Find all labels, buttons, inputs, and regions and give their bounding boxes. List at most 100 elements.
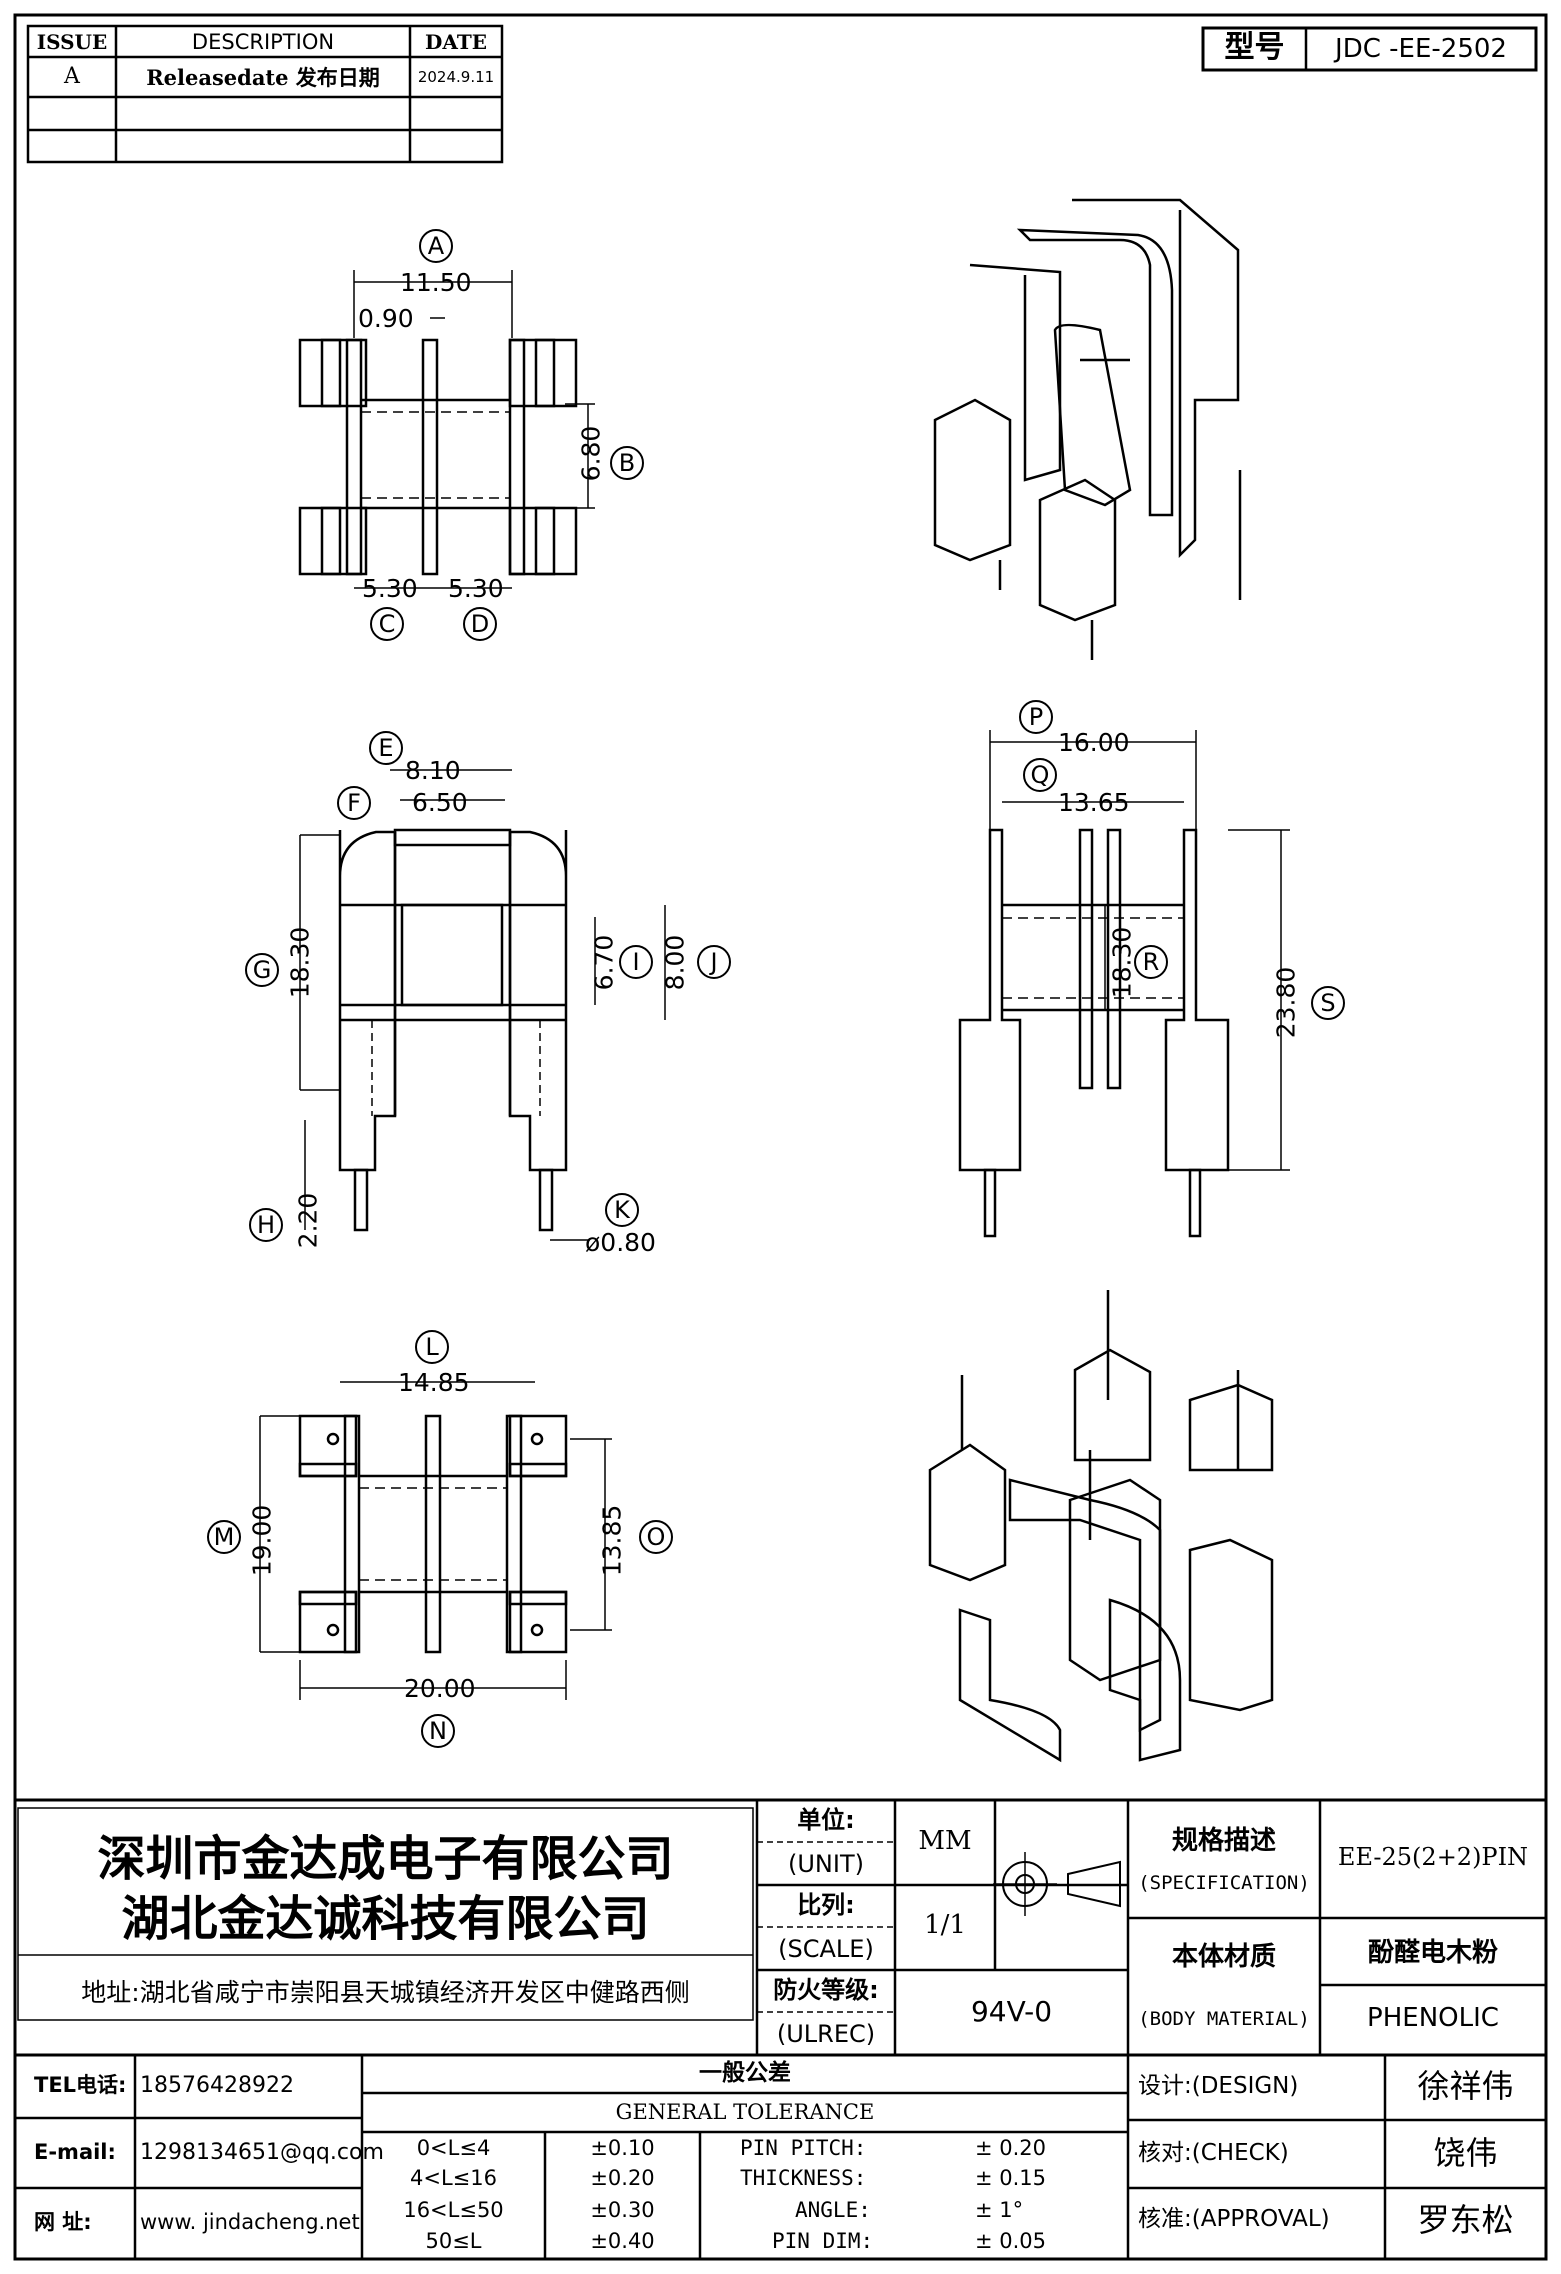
label-i: I (632, 948, 640, 976)
thickness-value: ± 0.15 (975, 2166, 1047, 2190)
model-value: JDC -EE-2502 (1335, 34, 1507, 64)
isometric-view-top (933, 198, 1242, 660)
tolerance-value-2: ±0.20 (590, 2166, 655, 2190)
issue-row-1-issue: A (64, 64, 80, 89)
dim-16-00: 16.00 (1058, 728, 1130, 757)
angle-label: ANGLE: (795, 2198, 871, 2222)
dim-2-20: 2.20 (293, 1192, 323, 1249)
pin-pitch-label: PIN PITCH: (740, 2136, 867, 2160)
approval-name: 罗东松 (1417, 2201, 1514, 2239)
check-role: 核对:(CHECK) (1138, 2140, 1289, 2166)
unit-label-cn: 单位: (797, 1806, 855, 1834)
tel-value[interactable]: 18576428922 (140, 2073, 294, 2098)
label-g: G (252, 956, 272, 984)
isometric-view-bottom (928, 1290, 1274, 1763)
approval-role: 核准:(APPROVAL) (1138, 2206, 1330, 2232)
label-r: R (1142, 948, 1160, 976)
pin-pitch-value: ± 0.20 (975, 2136, 1047, 2160)
dim-6-50: 6.50 (412, 788, 468, 817)
tolerance-value-3: ±0.30 (590, 2198, 655, 2222)
label-s: S (1320, 989, 1336, 1017)
dim-5-30-left: 5.30 (362, 574, 418, 603)
material-label-en: (BODY MATERIAL) (1138, 2008, 1310, 2030)
label-d: D (470, 610, 490, 638)
web-value[interactable]: www. jindacheng.net (140, 2210, 360, 2234)
web-label: 网 址: (34, 2210, 92, 2234)
check-name: 饶伟 (1433, 2134, 1498, 2172)
label-e: E (378, 734, 394, 762)
tel-label: TEL电话: (34, 2073, 127, 2097)
angle-value: ± 1° (975, 2198, 1024, 2222)
thickness-label: THICKNESS: (740, 2166, 867, 2190)
tolerance-value-1: ±0.10 (590, 2136, 655, 2160)
label-o: O (646, 1523, 666, 1551)
dim-23-80: 23.80 (1271, 966, 1301, 1039)
material-value-cn: 酚醛电木粉 (1367, 1938, 1498, 1968)
tolerance-range-3: 16<L≤50 (403, 2198, 504, 2222)
company-name-shenzhen: 深圳市金达成电子有限公司 (97, 1831, 674, 1887)
label-f: F (347, 789, 361, 817)
tolerance-value-4: ±0.40 (590, 2229, 655, 2253)
model-label: 型号 (1224, 30, 1285, 65)
dim-6-80: 6.80 (576, 425, 606, 482)
dim-18-30-side: 18.30 (1107, 926, 1137, 999)
tolerance-range-1: 0<L≤4 (416, 2136, 491, 2160)
spec-label-en: (SPECIFICATION) (1138, 1872, 1310, 1894)
spec-label-cn: 规格描述 (1171, 1826, 1276, 1856)
design-role: 设计:(DESIGN) (1138, 2073, 1299, 2099)
tolerance-range-2: 4<L≤16 (410, 2166, 497, 2190)
description-header: DESCRIPTION (191, 30, 335, 54)
label-h: H (256, 1211, 276, 1239)
dim-19-00: 19.00 (247, 1504, 277, 1577)
tolerance-title-cn: 一般公差 (699, 2060, 791, 2086)
email-value[interactable]: 1298134651@qq.com (140, 2140, 384, 2165)
issue-row-1-date: 2024.9.11 (417, 68, 495, 86)
label-c: C (378, 610, 396, 638)
dim-pin-diameter: ø0.80 (585, 1228, 656, 1257)
dim-13-85: 13.85 (597, 1504, 627, 1577)
flame-label-cn: 防火等级: (773, 1976, 879, 2004)
dim-14-85: 14.85 (398, 1368, 470, 1397)
flame-label-en: (ULREC) (776, 2020, 876, 2048)
label-circles (207, 229, 1345, 1748)
issue-table-grid (26, 24, 504, 164)
scale-label-cn: 比列: (797, 1891, 855, 1919)
projection-symbol-icon (993, 1852, 1121, 1916)
company-address: 地址:湖北省咸宁市崇阳县天城镇经济开发区中健路西侧 (81, 1978, 690, 2007)
unit-label-en: (UNIT) (788, 1850, 864, 1878)
unit-value: MM (918, 1826, 972, 1856)
material-label-cn: 本体材质 (1171, 1942, 1276, 1972)
issue-row-1-description: Releasedate 发布日期 (146, 65, 380, 90)
label-m: M (213, 1523, 235, 1551)
dim-5-30-right: 5.30 (448, 574, 504, 603)
title-block-grid (13, 1798, 1546, 2260)
email-label: E-mail: (34, 2140, 116, 2164)
dim-8-10: 8.10 (405, 756, 461, 785)
dim-0-90: 0.90 (358, 304, 414, 333)
dim-13-65: 13.65 (1058, 788, 1130, 817)
dim-18-30-front: 18.30 (285, 926, 315, 999)
label-a: A (427, 232, 445, 260)
tolerance-title-en: GENERAL TOLERANCE (615, 2100, 875, 2124)
label-k: K (614, 1196, 630, 1224)
label-q: Q (1030, 761, 1050, 789)
pin-dim-value: ± 0.05 (975, 2229, 1047, 2253)
bottom-view-drawing (298, 1414, 568, 1654)
date-header: DATE (425, 30, 487, 54)
dim-20-00: 20.00 (404, 1674, 476, 1703)
front-view-drawing (338, 828, 568, 1232)
label-n: N (429, 1717, 447, 1745)
label-j: J (710, 948, 718, 976)
side-view-drawing (958, 828, 1230, 1238)
label-b: B (618, 449, 636, 477)
flame-value: 94V-0 (970, 1995, 1053, 2028)
pin-dim-label: PIN DIM: (772, 2229, 874, 2253)
material-value-en: PHENOLIC (1367, 2003, 1499, 2033)
label-p: P (1028, 703, 1044, 731)
scale-label-en: (SCALE) (778, 1935, 874, 1963)
sheet-border (13, 13, 1548, 2261)
label-l: L (425, 1333, 439, 1361)
model-box (1201, 26, 1538, 72)
scale-value: 1/1 (924, 1910, 966, 1940)
